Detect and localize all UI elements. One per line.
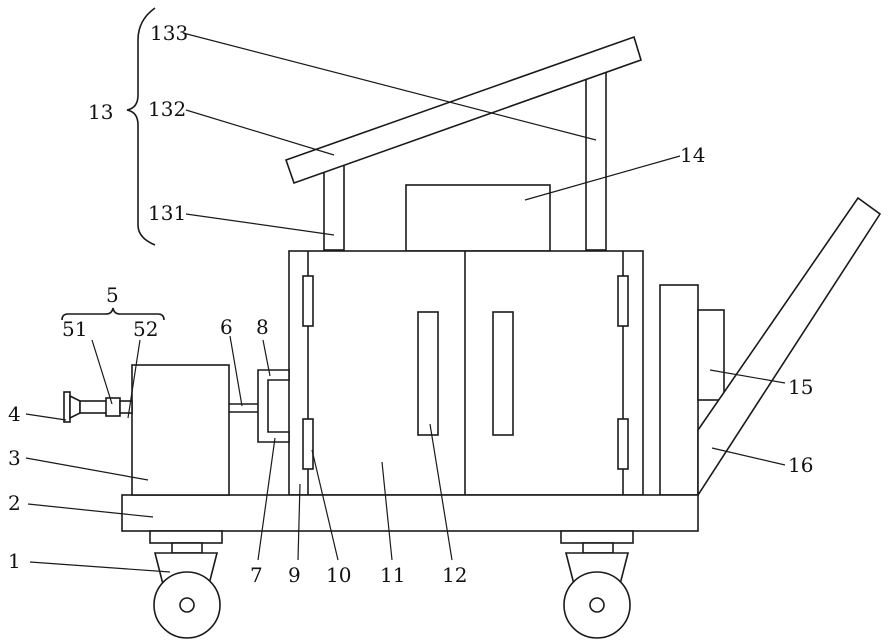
- label-12: 12: [442, 563, 467, 587]
- label-16: 16: [788, 453, 813, 477]
- label-132: 132: [148, 97, 186, 121]
- side-module: [698, 310, 724, 400]
- hinge-upper-left: [303, 276, 313, 326]
- label-10: 10: [326, 563, 351, 587]
- label-6: 6: [220, 315, 233, 339]
- pipe-fitting: [258, 370, 289, 442]
- label-14: 14: [680, 143, 705, 167]
- right-support-post: [586, 72, 606, 250]
- leader-131: [186, 214, 334, 235]
- leader-6: [230, 336, 242, 406]
- side-panel: [660, 285, 698, 495]
- cabinet-body: [289, 251, 643, 495]
- leader-3: [26, 458, 148, 480]
- leader-1: [30, 562, 170, 572]
- left-support-post: [324, 160, 344, 250]
- label-11: 11: [380, 563, 405, 587]
- right-wheel: [561, 531, 633, 638]
- label-15: 15: [788, 375, 813, 399]
- main-cabinet: [289, 251, 643, 495]
- label-13: 13: [88, 100, 113, 124]
- nozzle-head: [64, 392, 70, 422]
- label-2: 2: [8, 491, 21, 515]
- right-wheel-hub: [590, 598, 604, 612]
- pump-box: [132, 365, 229, 495]
- right-wheel-mount: [561, 531, 633, 543]
- top-control-box: [406, 185, 550, 251]
- nozzle-cone: [70, 396, 80, 418]
- nozzle-valve: [106, 398, 120, 416]
- door-handle-right: [493, 312, 513, 435]
- label-131: 131: [148, 201, 186, 225]
- nozzle-pipe: [80, 401, 108, 413]
- label-133: 133: [150, 21, 188, 45]
- leader-51: [92, 340, 112, 404]
- base-platform: [122, 495, 698, 531]
- label-4: 4: [8, 402, 21, 426]
- label-3: 3: [8, 446, 21, 470]
- label-9: 9: [288, 563, 301, 587]
- label-7: 7: [250, 563, 263, 587]
- leader-132: [186, 110, 334, 155]
- hinge-lower-left: [303, 419, 313, 469]
- nozzle-assembly: [64, 392, 132, 422]
- push-handle-bar: [698, 198, 880, 495]
- left-wheel: [150, 531, 222, 638]
- left-wheel-swivel: [172, 543, 202, 553]
- left-wheel-mount: [150, 531, 222, 543]
- label-51: 51: [62, 317, 87, 341]
- leader-4: [26, 414, 66, 420]
- left-wheel-hub: [180, 598, 194, 612]
- label-5: 5: [106, 283, 119, 307]
- label-52: 52: [133, 317, 158, 341]
- label-1: 1: [8, 549, 21, 573]
- right-wheel-swivel: [583, 543, 613, 553]
- label-8: 8: [256, 315, 269, 339]
- hinge-upper-right: [618, 276, 628, 326]
- hinge-lower-right: [618, 419, 628, 469]
- door-handle-left: [418, 312, 438, 435]
